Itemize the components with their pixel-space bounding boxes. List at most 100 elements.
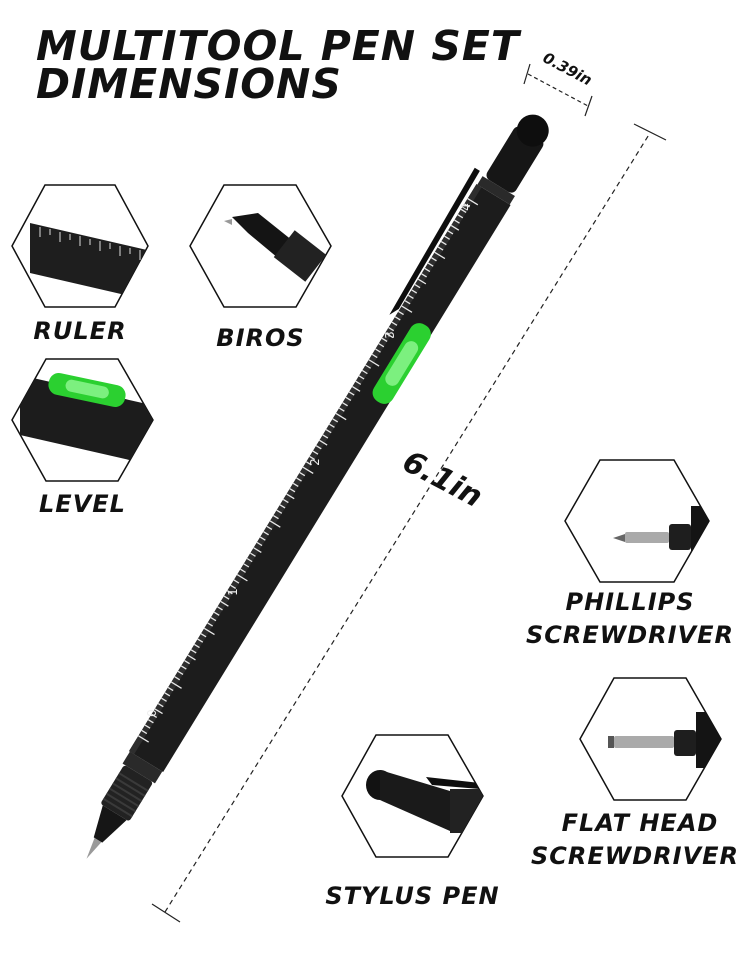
ruler-tick — [329, 423, 335, 428]
ruler-tick — [256, 541, 263, 547]
ruler-tick — [361, 369, 368, 375]
ruler-number-4: 4 — [458, 203, 473, 211]
ruler-tick — [154, 708, 163, 715]
ruler-tick — [289, 488, 296, 493]
ruler-tick — [457, 214, 464, 219]
ruler-tick — [279, 504, 286, 509]
ruler-tick — [447, 230, 454, 235]
ruler-tick — [223, 595, 230, 600]
ruler-tick — [309, 455, 316, 461]
ruler-tick — [437, 246, 444, 251]
biros-label: BIROS — [216, 324, 305, 352]
ruler-tick — [454, 219, 460, 224]
ruler-tick — [394, 316, 401, 321]
ruler-number-3: 3 — [382, 331, 397, 339]
ruler-tick — [381, 337, 388, 342]
ruler-tick — [273, 514, 279, 520]
ruler-tick — [312, 450, 319, 455]
length-tick-top — [633, 123, 667, 141]
ruler-tick — [444, 235, 451, 240]
ruler-tick — [404, 300, 411, 305]
ruler-tick — [348, 391, 355, 396]
phillips-label-line-1: PHILLIPS — [565, 588, 695, 616]
pen-tip — [86, 837, 102, 859]
ruler-tick — [427, 262, 434, 267]
ruler-tick — [384, 332, 394, 339]
ruler-tick — [417, 278, 427, 285]
length-tick-bottom — [151, 903, 181, 923]
ruler-tick — [450, 224, 460, 231]
ruler-tick — [167, 686, 174, 692]
ruler-tick — [197, 638, 204, 643]
ruler-tick — [355, 380, 362, 385]
stylus-hexagon — [341, 734, 484, 858]
ruler-tick — [157, 702, 164, 708]
ruler-tick — [299, 471, 306, 477]
ruler-tick — [332, 418, 339, 423]
ruler-number-0: 0 — [144, 709, 159, 717]
ruler-tick — [200, 633, 207, 638]
ruler-tick — [161, 697, 167, 702]
ruler-tick — [467, 198, 479, 206]
ruler-tick — [440, 241, 447, 246]
ruler-tick — [250, 552, 256, 557]
level-hexagon — [11, 358, 154, 482]
ruler-label: RULER — [33, 317, 127, 345]
ruler-tick — [259, 536, 266, 541]
flat-head-label-line-1: FLAT HEAD — [561, 809, 719, 837]
ruler-tick — [342, 402, 348, 407]
ruler-tick — [138, 735, 149, 743]
ruler-tick — [246, 557, 253, 563]
ruler-tick — [177, 670, 184, 675]
ruler-tick — [187, 654, 196, 661]
pen-clip — [389, 167, 480, 315]
ruler-tick — [335, 412, 347, 421]
ruler-tick — [375, 348, 381, 353]
ruler-tick — [226, 590, 233, 595]
ruler-tick — [378, 343, 385, 348]
ruler-tick — [345, 396, 352, 402]
ruler-tick — [431, 257, 437, 262]
ruler-tick — [338, 407, 345, 412]
ruler-number-2: 2 — [307, 458, 322, 466]
flat-head-label-line-2: SCREWDRIVER — [530, 842, 740, 870]
ruler-tick — [180, 665, 187, 670]
ruler-tick — [269, 520, 281, 528]
ruler-tick — [210, 617, 217, 622]
ruler-tick — [217, 606, 223, 611]
ruler-tick — [296, 477, 302, 482]
ruler-tick — [305, 461, 312, 466]
ruler-tick — [213, 611, 220, 616]
ruler-tick — [144, 724, 151, 729]
ruler-tick — [190, 649, 197, 654]
ruler-tick — [292, 482, 299, 487]
ruler-tick — [421, 273, 427, 278]
ruler-tick — [230, 584, 237, 590]
ruler-tick — [463, 203, 470, 208]
ruler-tick — [174, 676, 181, 681]
ruler-tick — [253, 547, 262, 554]
title-line-1: MULTITOOL PEN SET — [36, 22, 520, 70]
ruler-tick — [170, 681, 182, 689]
ruler-tick — [147, 719, 154, 724]
ruler-tick — [391, 321, 398, 326]
stylus-label: STYLUS PEN — [325, 882, 500, 910]
ruler-tick — [302, 466, 314, 475]
ruler-tick — [240, 568, 246, 573]
ruler-tick — [207, 622, 214, 627]
ruler-tick — [203, 627, 215, 636]
ruler-tick — [266, 525, 273, 530]
title-line-2: DIMENSIONS — [36, 60, 342, 108]
ruler-tick — [164, 692, 171, 697]
ruler-tick — [282, 498, 289, 504]
ruler-tick — [358, 375, 365, 380]
ruler-tick — [276, 509, 283, 514]
pen-cone — [93, 805, 127, 843]
ruler-tick — [286, 493, 295, 500]
ruler-tick — [184, 660, 190, 665]
ruler-tick — [371, 353, 378, 359]
ruler-tick — [151, 713, 158, 718]
ruler-tick — [414, 283, 421, 289]
ruler-tick — [315, 445, 322, 450]
